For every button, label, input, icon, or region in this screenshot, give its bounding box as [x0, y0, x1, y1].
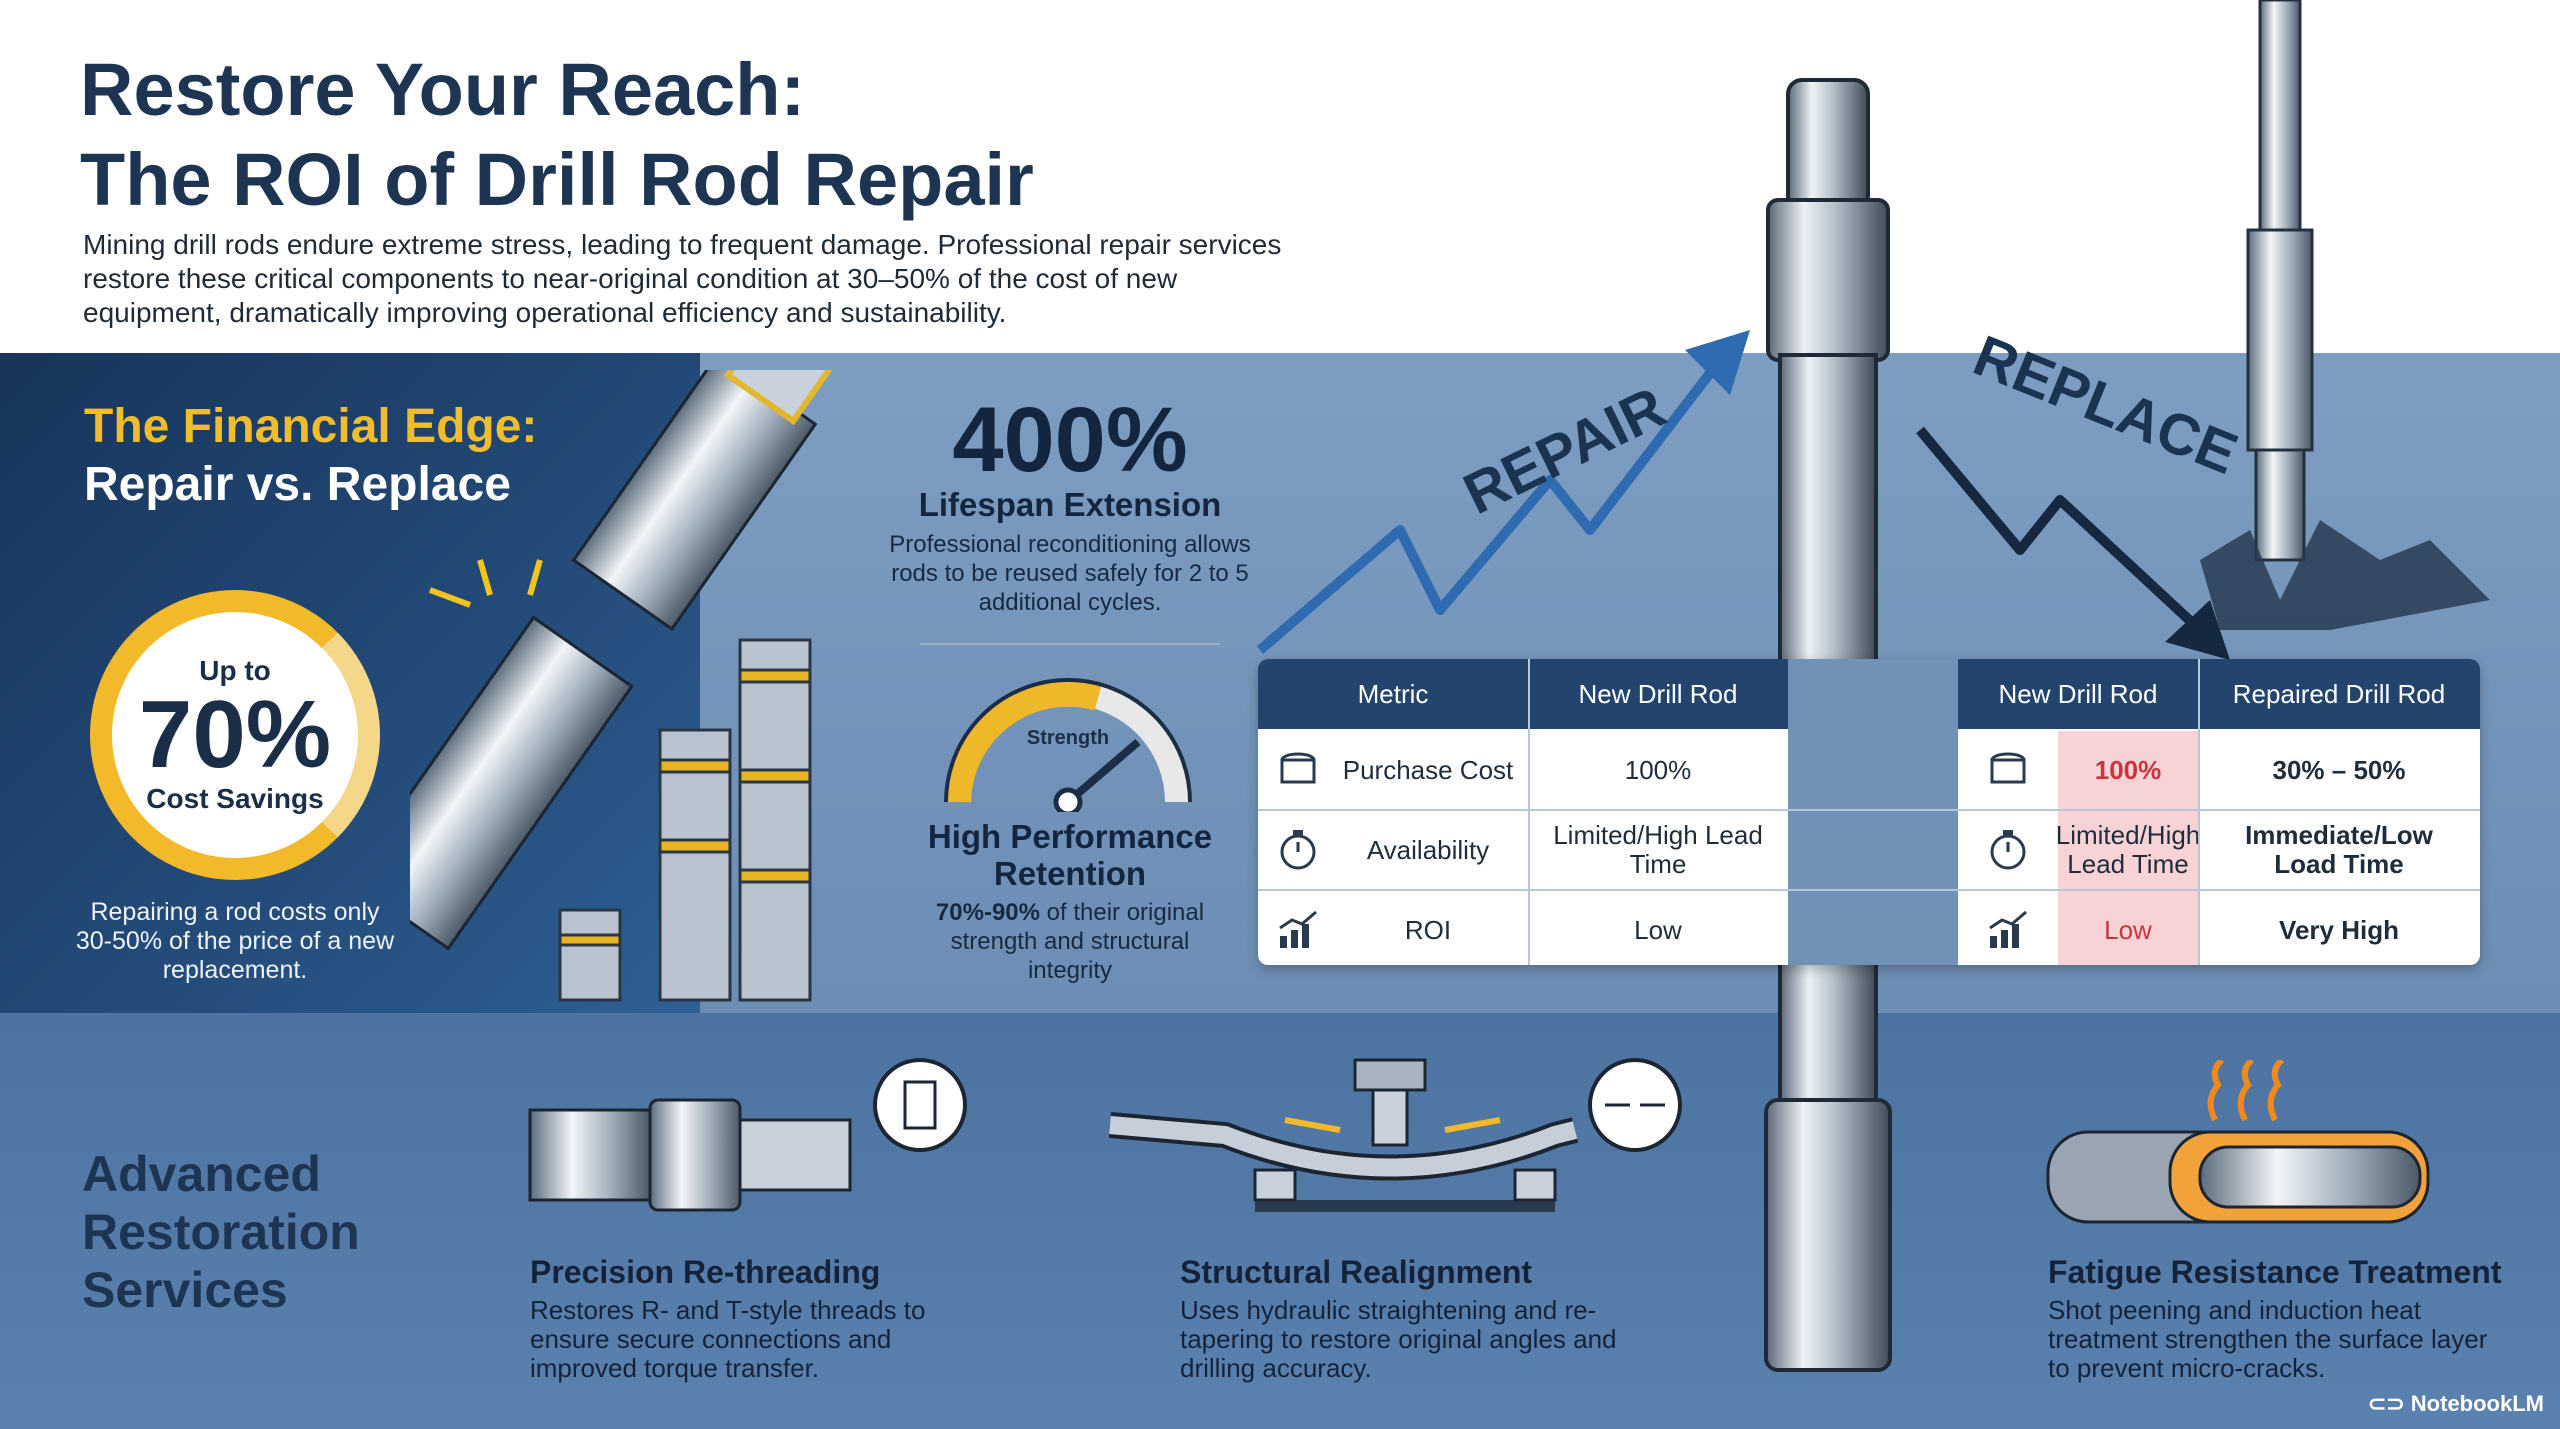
- notebooklm-credit: ⊂⊃ NotebookLM: [2368, 1391, 2544, 1417]
- stopwatch-icon: [1258, 811, 1338, 889]
- alignment-arrows-icon: [1588, 1058, 1682, 1152]
- new-right-roi: Low: [2058, 891, 2198, 965]
- notebooklm-logo-icon: ⊂⊃: [2367, 1391, 2411, 1416]
- page-title-line-1: Restore Your Reach:: [80, 48, 806, 131]
- threaded-rod-illustration: [528, 1058, 967, 1212]
- service-body-realignment: Uses hydraulic straightening and re-tape…: [1180, 1295, 1617, 1383]
- repair-trend-arrow: [1256, 356, 1724, 654]
- metric-availability: Availability: [1366, 834, 1490, 865]
- stopwatch-icon: [1958, 811, 2058, 889]
- performance-title-line-1: High Performance: [927, 818, 1213, 855]
- services-title-line-3: Services: [82, 1262, 288, 1318]
- heat-treated-rod-illustration: [2046, 1060, 2430, 1224]
- thread-detail-icon: [873, 1058, 967, 1152]
- trend-arrows-illustration: REPAIR REPLACE: [1256, 330, 2246, 660]
- strength-gauge-icon: Strength: [944, 678, 1192, 812]
- financial-edge-title-white: Repair vs. Replace: [84, 458, 511, 511]
- financial-edge-title: The Financial Edge: Repair vs. Replace: [84, 398, 537, 514]
- new-right-availability: Limited/High Lead Time: [2056, 811, 2200, 889]
- performance-body-bold: 70%-90%: [935, 899, 1040, 926]
- rod-occlusion-gap: [1788, 659, 1958, 965]
- coins-icon: [1958, 731, 2058, 809]
- performance-body-rest: of their original strength and structura…: [950, 899, 1205, 984]
- table-column-divider: [1528, 659, 1530, 965]
- press-straightening-illustration: [1108, 1058, 1682, 1212]
- metric-roi: ROI: [1404, 914, 1452, 945]
- broken-rod-and-coins-illustration: [410, 370, 838, 1002]
- stat-divider: [920, 643, 1220, 645]
- table-header-repaired: Repaired Drill Rod: [2198, 659, 2480, 729]
- service-title-rethreading: Precision Re-threading: [530, 1254, 881, 1290]
- new-left-availability: Limited/High Lead Time: [1553, 820, 1763, 879]
- coin-stacks-icon: [558, 638, 812, 1002]
- table-row-divider: [1258, 889, 2480, 891]
- intro-paragraph: Mining drill rods endure extreme stress,…: [83, 229, 1282, 328]
- growth-chart-icon: [1958, 891, 2058, 965]
- growth-chart-icon: [1258, 891, 1338, 965]
- table-header-new-right: New Drill Rod: [1958, 659, 2198, 729]
- cost-savings-circle: Up to 70% Cost Savings: [90, 590, 380, 880]
- service-title-realignment: Structural Realignment: [1180, 1254, 1533, 1290]
- repair-arrowhead: [1685, 330, 1750, 395]
- credit-text: NotebookLM: [2410, 1391, 2544, 1416]
- savings-note: Repairing a rod costs only 30-50% of the…: [75, 898, 395, 984]
- service-title-fatigue: Fatigue Resistance Treatment: [2048, 1254, 2502, 1290]
- repaired-roi: Very High: [2279, 914, 2399, 945]
- comparison-table: Metric New Drill Rod New Drill Rod Repai…: [1258, 659, 2480, 965]
- table-column-divider: [2198, 659, 2200, 965]
- new-left-purchase-cost: 100%: [1624, 754, 1692, 785]
- service-body-fatigue: Shot peening and induction heat treatmen…: [2048, 1295, 2488, 1383]
- services-title-line-2: Restoration: [82, 1204, 360, 1260]
- lifespan-body: Professional reconditioning allows rods …: [889, 531, 1251, 616]
- coins-icon: [1258, 731, 1338, 809]
- financial-edge-title-gold: The Financial Edge:: [84, 400, 538, 453]
- gauge-label: Strength: [1027, 727, 1109, 749]
- table-header-new-left: New Drill Rod: [1528, 659, 1788, 729]
- repaired-availability: Immediate/Low Load Time: [2245, 820, 2433, 879]
- page-title: Restore Your Reach: The ROI of Drill Rod…: [80, 45, 1230, 225]
- savings-circle-top: Up to: [199, 655, 271, 686]
- performance-body: 70%-90% of their original strength and s…: [915, 898, 1225, 985]
- table-header-metric: Metric: [1258, 659, 1528, 729]
- spark-lines-icon: [428, 559, 543, 608]
- page-title-line-2: The ROI of Drill Rod Repair: [80, 138, 1034, 221]
- performance-title-line-2: Retention: [993, 855, 1147, 892]
- replace-arrowhead: [2165, 600, 2230, 660]
- savings-circle-bottom: Cost Savings: [146, 783, 324, 814]
- repaired-purchase-cost: 30% – 50%: [2272, 754, 2406, 785]
- lifespan-value: 400%: [952, 389, 1188, 491]
- new-left-roi: Low: [1634, 914, 1682, 945]
- new-right-purchase-cost: 100%: [2058, 731, 2198, 809]
- services-section-title: Advanced Restoration Services: [82, 1145, 360, 1319]
- table-row-divider: [1258, 809, 2480, 811]
- services-title-line-1: Advanced: [82, 1146, 321, 1202]
- metric-purchase-cost: Purchase Cost: [1342, 754, 1514, 785]
- savings-circle-value: 70%: [138, 681, 332, 788]
- service-body-rethreading: Restores R- and T-style threads to ensur…: [530, 1295, 926, 1383]
- rod-breaking-ground-illustration: [2200, 0, 2490, 630]
- replace-trend-arrow: [1916, 426, 2204, 634]
- performance-title: High Performance Retention: [880, 818, 1260, 892]
- lifespan-label: Lifespan Extension: [918, 486, 1222, 523]
